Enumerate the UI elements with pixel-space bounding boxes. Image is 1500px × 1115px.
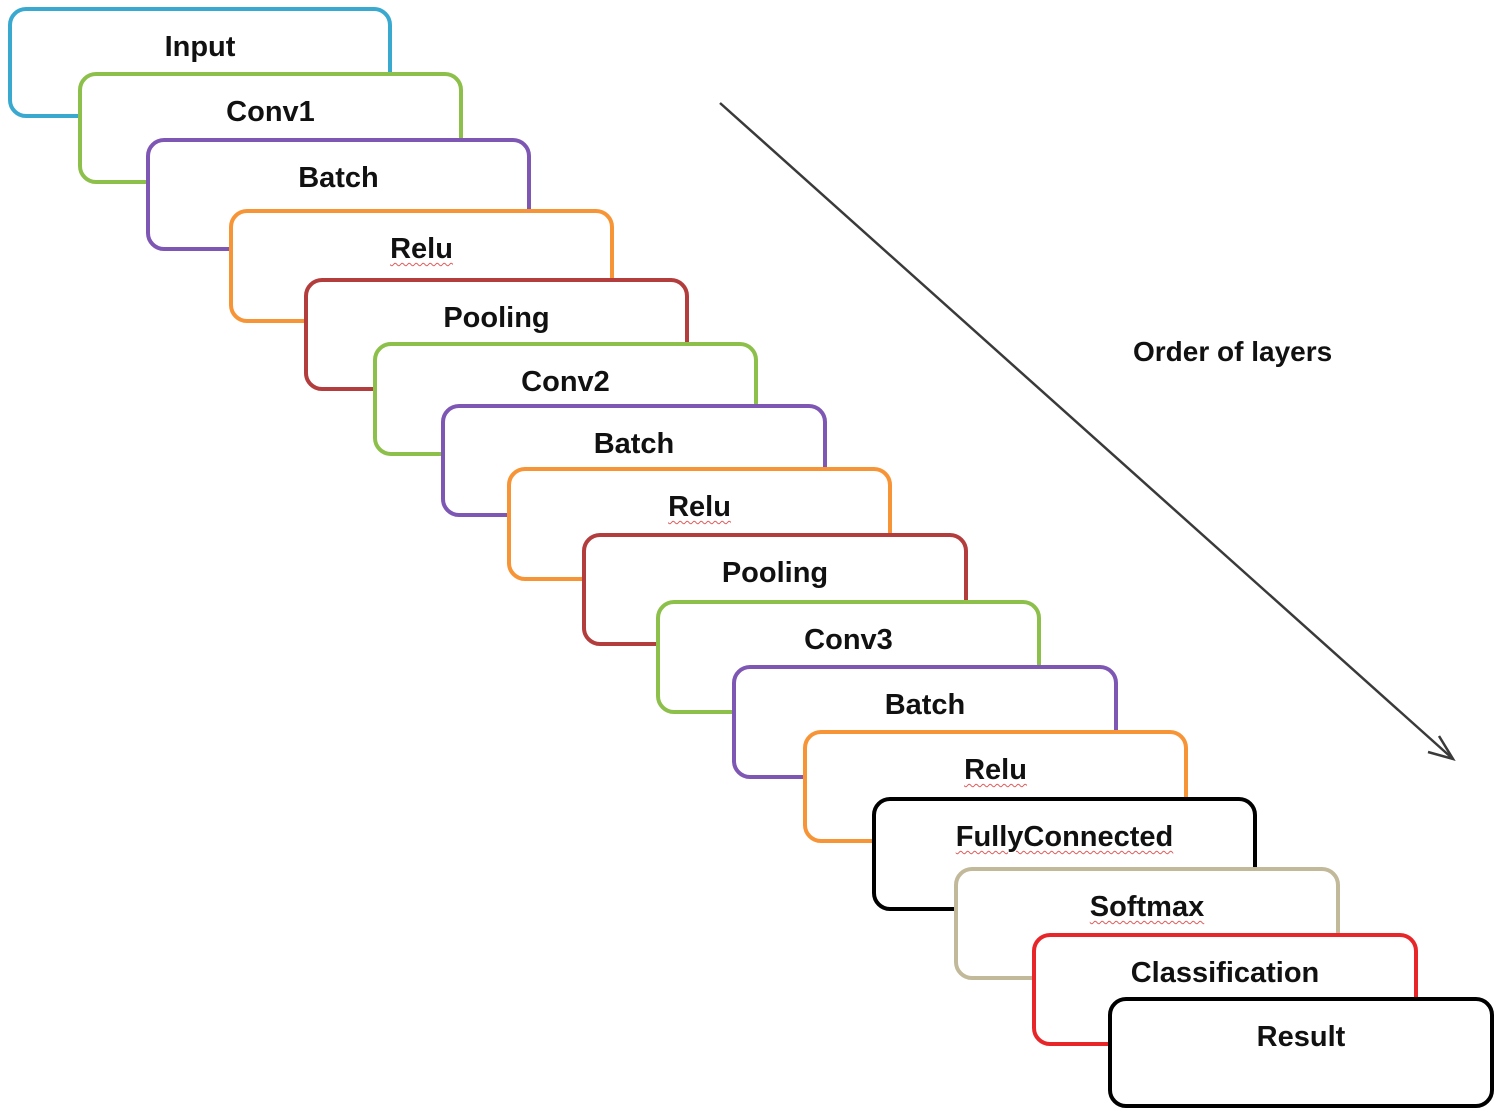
layer-box-result: Result [1108, 997, 1494, 1108]
layer-label: Relu [668, 491, 731, 523]
layer-label: Input [164, 31, 236, 63]
layer-label: FullyConnected [955, 821, 1174, 853]
layer-label: Relu [964, 754, 1027, 786]
layer-label: Softmax [1089, 891, 1205, 923]
layer-label: Result [1256, 1021, 1346, 1053]
layer-label: Relu [390, 233, 453, 265]
layer-label: Conv2 [521, 366, 610, 398]
layer-label: Conv1 [226, 96, 315, 128]
order-arrow-head [1427, 735, 1456, 762]
layer-label: Batch [298, 162, 379, 194]
order-label: Order of layers [1133, 336, 1333, 367]
layer-label: Conv3 [804, 624, 893, 656]
layer-label: Batch [884, 689, 966, 721]
layer-label: Batch [593, 428, 675, 460]
layer-label: Pooling [443, 302, 550, 334]
layer-label: Classification [1130, 957, 1320, 989]
layer-label: Pooling [721, 557, 829, 589]
